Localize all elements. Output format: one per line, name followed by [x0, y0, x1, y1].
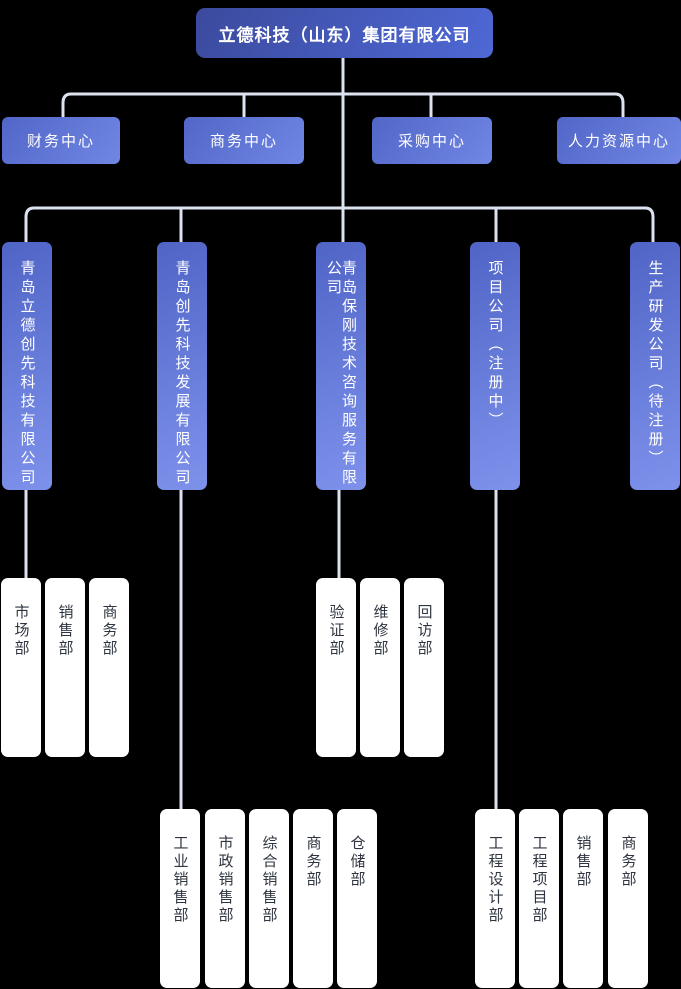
- connector-level3-rail: [24, 206, 655, 242]
- root-company-node: 立德科技（山东）集团有限公司: [196, 8, 493, 58]
- dept-node: 市场部: [1, 578, 41, 757]
- dept-node: 工程项目部: [519, 809, 559, 988]
- company-node-5: 生产研发公司（待注册）: [630, 242, 680, 490]
- company-label: 青岛保刚技术咨询服务有限公司: [325, 260, 357, 488]
- dept-label: 回访部: [415, 604, 433, 658]
- center-label: 人力资源中心: [567, 133, 670, 150]
- dept-label: 市政销售部: [216, 835, 234, 925]
- company-node-3: 青岛保刚技术咨询服务有限公司: [316, 242, 366, 490]
- dept-node: 工程设计部: [475, 809, 515, 988]
- dept-label: 销售部: [574, 835, 592, 889]
- company-label: 青岛创先科技发展有限公司: [173, 260, 191, 488]
- dept-node: 销售部: [45, 578, 85, 757]
- dept-node: 商务部: [608, 809, 648, 988]
- dept-node: 商务部: [293, 809, 333, 988]
- dept-node: 销售部: [563, 809, 603, 988]
- dept-node: 市政销售部: [205, 809, 245, 988]
- dept-label: 工程设计部: [486, 835, 504, 925]
- dept-node: 维修部: [360, 578, 400, 757]
- dept-node: 验证部: [316, 578, 356, 757]
- company-node-1: 青岛立德创先科技有限公司: [2, 242, 52, 490]
- company-node-2: 青岛创先科技发展有限公司: [157, 242, 207, 490]
- center-node-business: 商务中心: [184, 117, 304, 164]
- center-node-finance: 财务中心: [2, 117, 120, 164]
- dept-label: 维修部: [371, 604, 389, 658]
- connector-level2-rail: [61, 92, 625, 117]
- dept-label: 工程项目部: [530, 835, 548, 925]
- dept-node: 仓储部: [337, 809, 377, 988]
- dept-node: 商务部: [89, 578, 129, 757]
- dept-label: 商务部: [100, 604, 118, 658]
- center-label: 财务中心: [26, 133, 95, 150]
- dept-label: 市场部: [12, 604, 30, 658]
- company-label: 项目公司（注册中）: [486, 260, 504, 431]
- dept-label: 商务部: [619, 835, 637, 889]
- dept-label: 销售部: [56, 604, 74, 658]
- dept-label: 仓储部: [348, 835, 366, 889]
- center-node-procurement: 采购中心: [372, 117, 492, 164]
- company-node-4: 项目公司（注册中）: [470, 242, 520, 490]
- company-label: 青岛立德创先科技有限公司: [18, 260, 36, 488]
- root-company-label: 立德科技（山东）集团有限公司: [218, 25, 471, 45]
- center-label: 商务中心: [209, 133, 278, 150]
- center-node-hr: 人力资源中心: [557, 117, 681, 164]
- dept-label: 商务部: [304, 835, 322, 889]
- dept-label: 验证部: [327, 604, 345, 658]
- dept-node: 综合销售部: [249, 809, 289, 988]
- company-label: 生产研发公司（待注册）: [646, 260, 664, 469]
- center-label: 采购中心: [397, 133, 466, 150]
- dept-label: 工业销售部: [171, 835, 189, 925]
- dept-node: 回访部: [404, 578, 444, 757]
- dept-node: 工业销售部: [160, 809, 200, 988]
- dept-label: 综合销售部: [260, 835, 278, 925]
